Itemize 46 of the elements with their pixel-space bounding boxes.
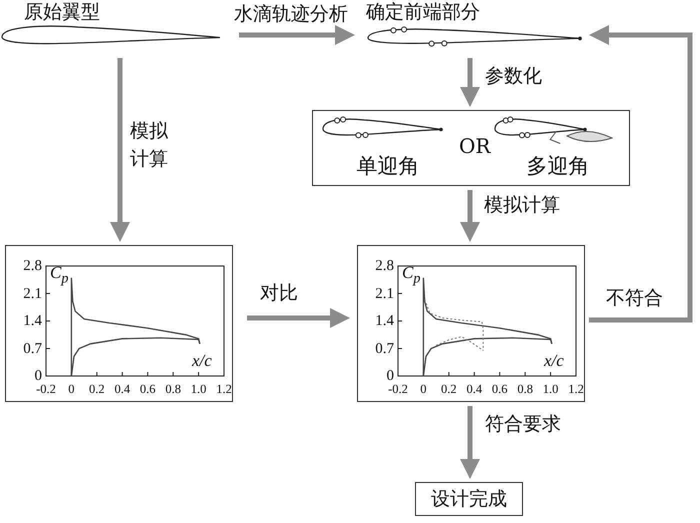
edge-label: 参数化	[483, 66, 544, 87]
option-label: OR	[459, 135, 489, 157]
tick-label: 1.0	[542, 381, 560, 398]
tick-label: 0	[67, 381, 76, 398]
axis-title: x/c	[192, 352, 212, 370]
edge-label: 不符合	[604, 288, 665, 309]
axis-title: x/c	[544, 352, 564, 370]
tick-label: 0.2	[440, 381, 458, 398]
arrow	[589, 25, 692, 322]
tick-label: 0.4	[465, 381, 484, 398]
tick-label: 0.7	[374, 340, 394, 358]
tick-label: 1.2	[567, 381, 585, 398]
node-label: 单迎角	[356, 155, 420, 178]
tick-label: 0.8	[516, 381, 534, 398]
arrow	[460, 190, 480, 242]
tick-label: 0.2	[88, 381, 106, 398]
tick-label: 1.4	[22, 312, 42, 330]
tick-label: 1.0	[190, 381, 208, 398]
tick-label: 2.8	[374, 257, 394, 275]
edge-label: 水滴轨迹分析	[232, 4, 350, 25]
tick-label: 0	[419, 381, 428, 398]
tick-label: 0.7	[22, 340, 42, 358]
arrow	[460, 406, 480, 479]
arrow	[110, 58, 130, 242]
tick-label: 0.8	[164, 381, 182, 398]
tick-label: 2.8	[22, 257, 42, 275]
chart-panel	[357, 245, 585, 402]
arrow	[460, 58, 480, 107]
arrow	[247, 308, 350, 328]
edge-label: 对比	[258, 283, 300, 304]
result-label: 设计完成	[431, 488, 507, 510]
tick-label: 1.4	[374, 312, 394, 330]
edge-label: 模拟计算	[482, 195, 562, 216]
arrow	[239, 25, 355, 45]
option-panel	[312, 110, 630, 186]
tick-label: 0.6	[138, 381, 157, 398]
tick-label: 2.1	[22, 284, 42, 302]
node-label: 多迎角	[526, 155, 590, 178]
tick-label: 0.4	[113, 381, 132, 398]
axis-title: C$_{p}$	[402, 264, 420, 288]
tick-label: 1.2	[215, 381, 233, 398]
tick-label: 0.6	[490, 381, 509, 398]
chart-panel	[5, 245, 233, 402]
tick-label: 2.1	[374, 284, 394, 302]
axis-title: C$_{p}$	[50, 264, 68, 288]
edge-label: 符合要求	[483, 414, 563, 435]
